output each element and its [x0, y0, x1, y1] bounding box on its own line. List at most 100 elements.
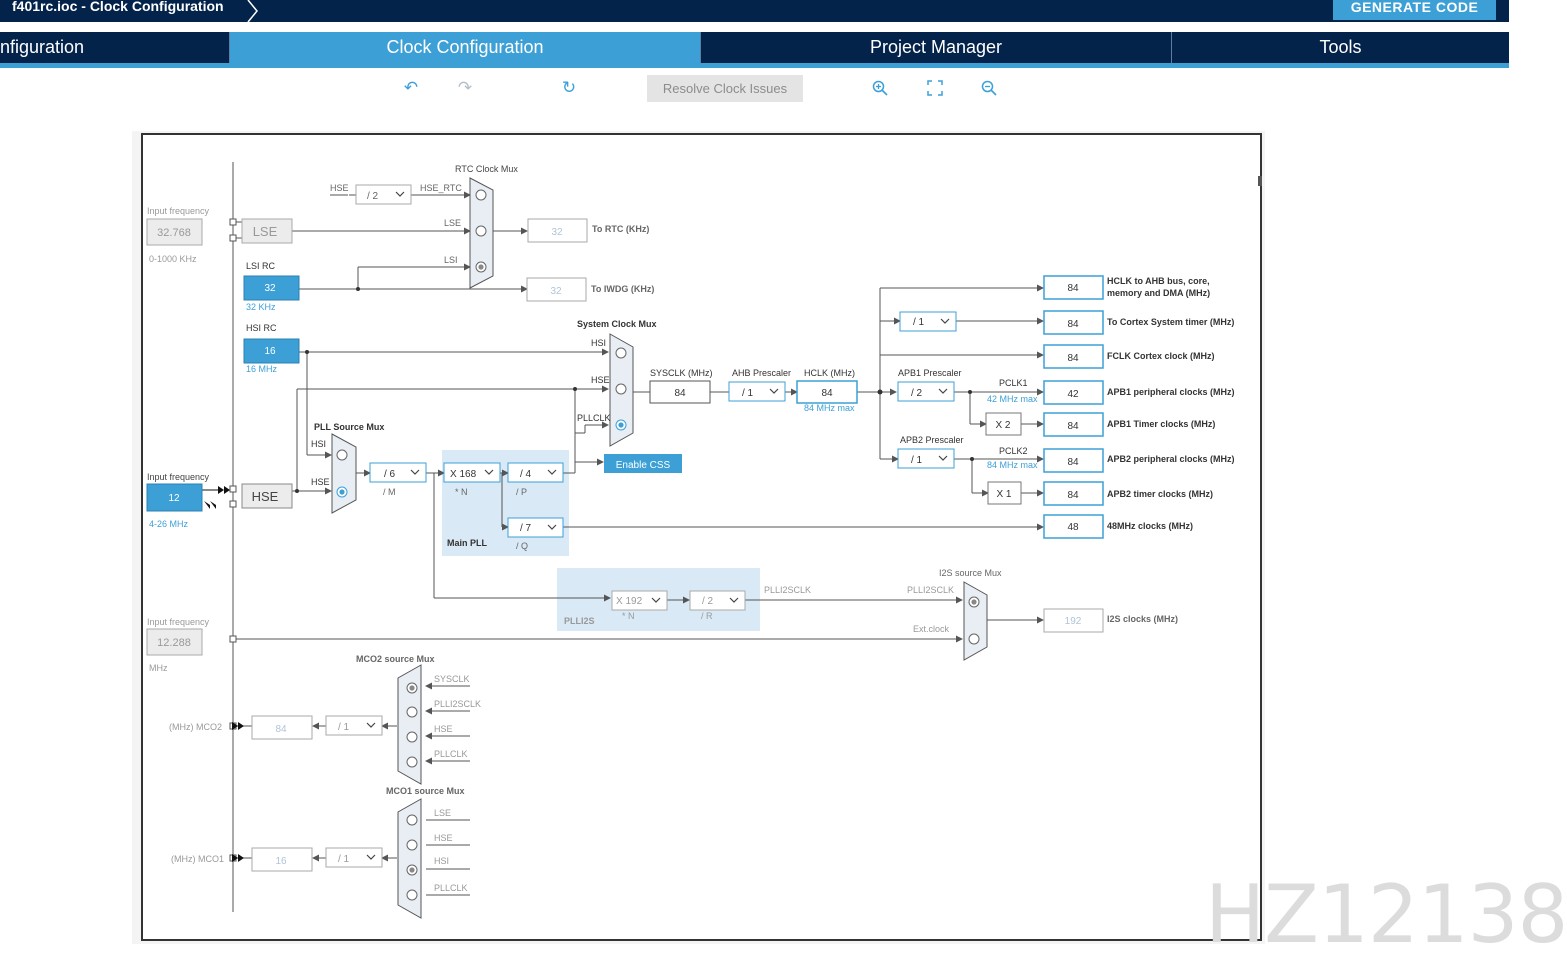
mco2-pllclk-radio[interactable] — [406, 756, 418, 768]
iwdg-output-value: 32 — [550, 286, 562, 297]
sys-hsi-label: HSI — [591, 338, 606, 348]
i2s-unit: MHz — [149, 663, 168, 673]
pll-source-mux-title: PLL Source Mux — [314, 422, 384, 432]
pll-p-select[interactable]: / 4 — [520, 469, 532, 480]
rtc-hse-radio[interactable] — [475, 189, 487, 201]
mco1-pllclk-radio[interactable] — [406, 889, 418, 901]
mco1-divider-select[interactable]: / 1 — [338, 854, 350, 865]
hse-input-label: Input frequency — [147, 472, 210, 482]
rtc-hse-divider[interactable]: / 2 — [367, 191, 379, 202]
mco2-input-plli2sclk: PLLI2SCLK — [434, 699, 481, 709]
i2s-ext-radio[interactable] — [968, 633, 980, 645]
hclk-max: 84 MHz max — [804, 403, 855, 413]
refresh-icon[interactable]: ↻ — [561, 78, 577, 97]
pll-m-select[interactable]: / 6 — [384, 469, 396, 480]
sys-hse-radio[interactable] — [615, 383, 627, 395]
pll-q-select[interactable]: / 7 — [520, 523, 532, 534]
zoom-out-icon[interactable] — [981, 80, 997, 96]
pll-n-select[interactable]: X 168 — [450, 469, 477, 480]
pclk2-max: 84 MHz max — [987, 460, 1038, 470]
apb1-timer-label: APB1 Timer clocks (MHz) — [1107, 419, 1215, 429]
mco1-source-mux — [397, 798, 422, 919]
iwdg-output-label: To IWDG (KHz) — [591, 284, 654, 294]
tab-tools[interactable]: Tools — [1172, 32, 1509, 63]
i2s-output-value: 192 — [1065, 616, 1082, 627]
mco1-lse-radio[interactable] — [406, 814, 418, 826]
apb1-prescaler-select[interactable]: / 2 — [911, 388, 923, 399]
mco1-input-lse: LSE — [434, 808, 451, 818]
hse-freq-input[interactable]: 12 — [168, 493, 180, 504]
enable-css-label: Enable CSS — [616, 460, 671, 471]
mco1-output-value: 16 — [275, 856, 287, 867]
hsi-value: 16 — [264, 346, 276, 357]
plli2s-r-label: / R — [701, 611, 713, 621]
mco1-input-hse: HSE — [434, 833, 453, 843]
rtc-lse-radio[interactable] — [475, 225, 487, 237]
tab-pinout-configuration[interactable]: nfiguration — [0, 32, 230, 63]
hclk-ahb-label-2: memory and DMA (MHz) — [1107, 288, 1210, 298]
lsi-value: 32 — [264, 283, 276, 294]
pclk1-label: PCLK1 — [999, 378, 1028, 388]
hclk-input[interactable]: 84 — [821, 388, 833, 399]
i2s-source-mux — [963, 581, 988, 661]
i2s-mux-in2: Ext.clock — [913, 624, 950, 634]
generate-code-button[interactable]: GENERATE CODE — [1333, 0, 1496, 20]
resolve-clock-issues-button[interactable]: Resolve Clock Issues — [647, 75, 803, 102]
sys-pllclk-label: PLLCLK — [577, 413, 611, 423]
tab-clock-configuration[interactable]: Clock Configuration — [230, 32, 701, 63]
enable-css-button[interactable] — [604, 454, 682, 473]
mco2-divider-select[interactable]: / 1 — [338, 722, 350, 733]
zoom-in-icon[interactable] — [872, 80, 888, 96]
tab-label: Tools — [1319, 37, 1362, 57]
apb2-timer-label: APB2 timer clocks (MHz) — [1107, 489, 1213, 499]
mco1-input-pllclk: PLLCLK — [434, 883, 468, 893]
hsi-title: HSI RC — [246, 323, 277, 333]
i2s-ext-freq-input[interactable]: 12.288 — [157, 637, 191, 649]
mco2-input-pllclk: PLLCLK — [434, 749, 468, 759]
i2s-mux-title: I2S source Mux — [939, 568, 1002, 578]
sys-hsi-radio[interactable] — [615, 347, 627, 359]
mco2-plli2s-radio[interactable] — [406, 706, 418, 718]
hclk-ahb-label: HCLK to AHB bus, core, — [1107, 276, 1210, 286]
cortex-timer-divider[interactable]: / 1 — [913, 317, 925, 328]
lse-freq-input[interactable]: 32.768 — [157, 227, 191, 239]
breadcrumb-chevron-icon — [247, 0, 258, 23]
fit-screen-icon[interactable] — [927, 80, 943, 96]
lsi-unit: 32 KHz — [246, 302, 276, 312]
plli2s-n-select[interactable]: X 192 — [616, 596, 643, 607]
watermark-text: HZ12138 — [1205, 868, 1567, 961]
i2s-input-label: Input frequency — [147, 617, 210, 627]
pll-m-label: / M — [383, 487, 396, 497]
rtc-output-label: To RTC (KHz) — [592, 224, 649, 234]
rtc-lse-label: LSE — [444, 218, 461, 228]
tab-label: Project Manager — [869, 37, 1003, 57]
main-pll-title: Main PLL — [447, 538, 488, 548]
plli2s-r-select[interactable]: / 2 — [702, 596, 714, 607]
rtc-hse-label: HSE — [330, 183, 349, 193]
pll-hsi-radio[interactable] — [336, 449, 348, 461]
lse-label: LSE — [253, 224, 278, 239]
pll-source-mux — [331, 433, 357, 514]
ahb-prescaler-label: AHB Prescaler — [732, 368, 791, 378]
apb2-periph-value: 84 — [1067, 457, 1079, 468]
mco2-hse-radio[interactable] — [406, 731, 418, 743]
pclk1-max: 42 MHz max — [987, 394, 1038, 404]
hse-rtc-label: HSE_RTC — [420, 183, 462, 193]
window-title: f401rc.ioc - Clock Configuration — [12, 0, 224, 14]
rtc-lsi-label: LSI — [444, 255, 458, 265]
tab-project-manager[interactable]: Project Manager — [701, 32, 1172, 63]
redo-icon[interactable]: ↷ — [457, 78, 473, 97]
plli2s-out-label: PLLI2SCLK — [764, 585, 811, 595]
undo-icon[interactable]: ↶ — [403, 78, 419, 97]
hclk-label: HCLK (MHz) — [804, 368, 855, 378]
ahb-prescaler-select[interactable]: / 1 — [742, 388, 754, 399]
tab-label: nfiguration — [0, 37, 85, 57]
apb2-timer-value: 84 — [1067, 490, 1079, 501]
mco1-hse-radio[interactable] — [406, 839, 418, 851]
system-mux-title: System Clock Mux — [577, 319, 657, 329]
mco1-input-hsi: HSI — [434, 856, 449, 866]
apb1-periph-label: APB1 peripheral clocks (MHz) — [1107, 387, 1235, 397]
mco2-output-label: (MHz) MCO2 — [169, 722, 222, 732]
mco2-mux-title: MCO2 source Mux — [356, 654, 435, 664]
apb2-prescaler-select[interactable]: / 1 — [911, 455, 923, 466]
